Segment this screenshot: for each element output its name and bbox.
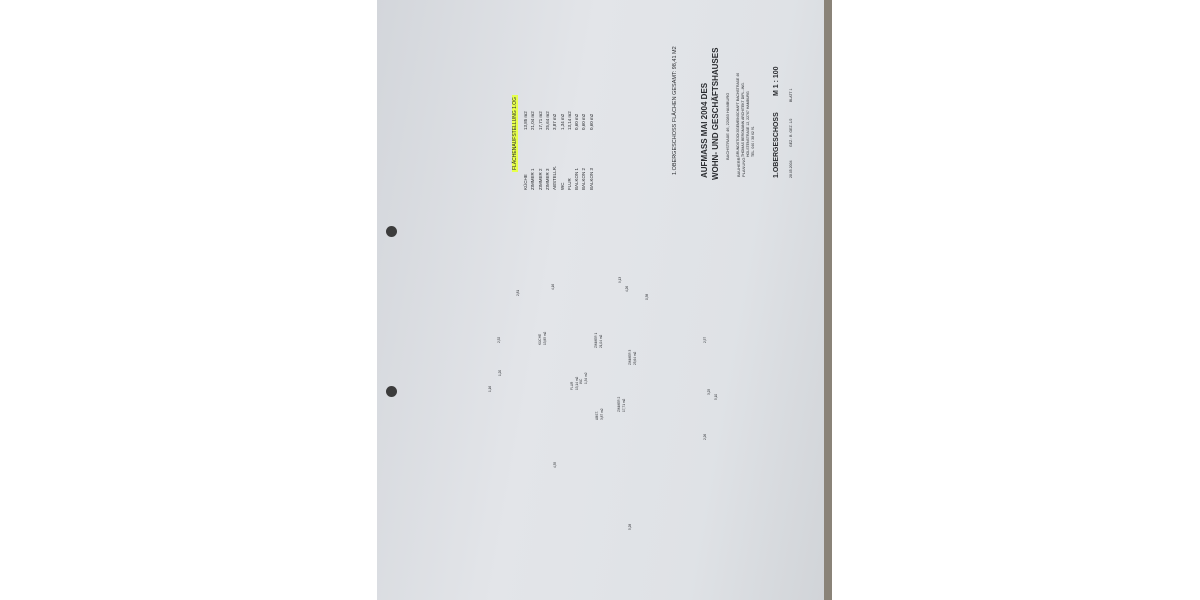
plan-number: GEZ.: B. GEZ. 1/2 bbox=[789, 118, 793, 147]
planung-line-2: HOLSTENSTRAßE 12, 22767 HAMBURG bbox=[746, 91, 750, 157]
address: BACHSTRAßE 46, 22083 HAMBURG bbox=[725, 92, 730, 160]
floor-label: 1.OBERGESCHOSS bbox=[773, 112, 780, 178]
room-name-label: ZIMMER 2 bbox=[617, 396, 621, 412]
room-area-label: 17,71 m2 bbox=[622, 398, 626, 412]
dimension-label: 4,16 bbox=[551, 283, 555, 290]
dimension-label: 5,28 bbox=[628, 523, 632, 530]
heading-line-2: WOHN- UND GESCHÄFTSHAUSES bbox=[711, 47, 720, 180]
planung-line-1: THOMAS BERGMANN ARCHITEKT DIPL.-ING. bbox=[741, 82, 745, 157]
legend-room-name: ABSTELLR. bbox=[552, 165, 558, 190]
sheet-number: BLATT 1 bbox=[789, 88, 793, 103]
planung-label: PLANUNG: bbox=[741, 156, 746, 177]
legend-room-name: ZIMMER 3 bbox=[544, 168, 550, 190]
date-label: 28.05.2004 bbox=[789, 160, 793, 178]
legend-room-area: 0,60 m2 bbox=[574, 113, 580, 130]
dimension-label: 2,52 bbox=[497, 336, 501, 343]
room-area-label: 3,87 m2 bbox=[600, 408, 604, 420]
room-name-label: ABST. bbox=[595, 411, 599, 420]
legend-room-name: WC bbox=[559, 182, 565, 191]
legend-room-name: ZIMMER 1 bbox=[530, 168, 536, 190]
legend-total: 1.OBERGESCHOSS FLÄCHEN GESAMT: 98,41 M2 bbox=[672, 46, 678, 175]
bauherr-text: GRUNDSTÜCKSGEMEINSCHAFT BACHSTRAßE 46 bbox=[736, 72, 740, 157]
room-name-label: KÜCHE bbox=[538, 333, 542, 345]
dimension-label: 1,16 bbox=[488, 385, 492, 392]
legend-room-area: 25,64 m2 bbox=[544, 111, 550, 130]
legend-room-area: 13,14 m2 bbox=[566, 111, 572, 130]
dimension-label: 4,35 bbox=[553, 461, 557, 468]
dimension-label: 0,38 bbox=[645, 293, 649, 300]
scale-label: M 1 : 100 bbox=[773, 66, 780, 96]
room-name-label: FLUR bbox=[570, 381, 574, 390]
room-area-label: 1,34 m2 bbox=[584, 372, 588, 384]
legend-room-name: BALKON 3 bbox=[588, 167, 594, 190]
legend-room-name: FLUR bbox=[566, 178, 572, 190]
room-area-label: 13,85 m2 bbox=[543, 331, 547, 345]
legend-room-area: 3,87 m2 bbox=[552, 113, 558, 130]
room-area-label: 21,04 m2 bbox=[599, 334, 603, 348]
dimension-label: 5,10 bbox=[714, 393, 718, 400]
legend-room-area: 1,34 m2 bbox=[559, 113, 565, 130]
legend-room-area: 13,85 m2 bbox=[523, 111, 528, 130]
dimension-label: 2,26 bbox=[703, 433, 707, 440]
legend-room-name: ZIMMER 2 bbox=[537, 168, 543, 190]
room-name-label: WC bbox=[579, 378, 583, 384]
heading-line-1: AUFMASS MAI 2004 DES bbox=[700, 82, 709, 178]
legend-room-name: BALKON 2 bbox=[581, 167, 587, 190]
dimension-label: 3,25 bbox=[707, 388, 711, 395]
dimension-label: 9,13 bbox=[618, 276, 622, 283]
dimension-label: 2,57 bbox=[703, 336, 707, 343]
room-area-label: 25,64 m2 bbox=[633, 351, 637, 365]
room-name-label: ZIMMER 3 bbox=[628, 349, 632, 365]
legend-room-area: 17,71 m2 bbox=[537, 111, 543, 130]
floor-plan-sheet bbox=[377, 0, 824, 600]
legend-room-name: KÜCHE bbox=[523, 174, 528, 190]
table-edge bbox=[824, 0, 832, 600]
planung-line-3: TEL. 040 / 38 62 91 bbox=[751, 126, 755, 157]
room-name-label: ZIMMER 1 bbox=[594, 332, 598, 348]
punch-hole bbox=[386, 226, 397, 237]
dimension-label: 4,26 bbox=[625, 285, 629, 292]
legend-room-area: 21,04 m2 bbox=[530, 111, 536, 130]
legend-room-area: 0,60 m2 bbox=[588, 113, 594, 130]
legend-room-area: 0,60 m2 bbox=[581, 113, 587, 130]
legend-room-name: BALKON 1 bbox=[574, 167, 580, 190]
dimension-label: 2,81 bbox=[516, 289, 520, 296]
dimension-label: 1,20 bbox=[498, 369, 502, 376]
legend-title: FLÄCHENAUFSTELLUNG 1.OG bbox=[512, 94, 518, 172]
punch-hole bbox=[386, 386, 397, 397]
